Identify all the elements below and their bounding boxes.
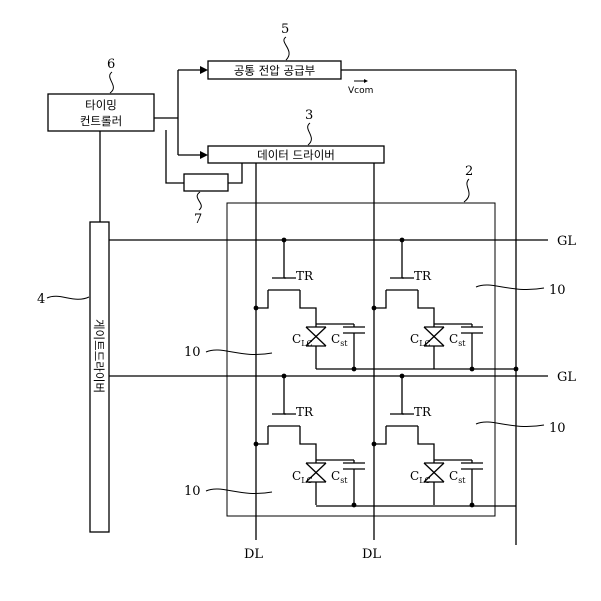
ref-10-b: 10 xyxy=(549,421,566,436)
clc-label-1-2: CLC xyxy=(410,332,431,348)
data-line-label-1: DL xyxy=(244,547,263,562)
pixel-cell-2-2 xyxy=(372,374,483,508)
clc-label-2-2: CLC xyxy=(410,469,431,485)
tr-label-1-1: TR xyxy=(296,269,314,283)
aux-block-7 xyxy=(184,174,228,191)
ref-10-a: 10 xyxy=(549,283,566,298)
ref-4: 4 xyxy=(37,292,45,307)
data-driver-block: 데이터 드라이버 xyxy=(208,146,384,163)
ref-6: 6 xyxy=(107,57,115,72)
timing-controller-label-line2: 컨트롤러 xyxy=(80,114,122,128)
common-rails xyxy=(316,369,516,506)
tr-label-2-2: TR xyxy=(414,405,432,419)
cst-label-2-2: Cst xyxy=(449,469,466,485)
gate-lines: GL GL xyxy=(109,234,576,385)
gate-driver-label: 게이트드라이버 xyxy=(92,319,106,393)
gate-driver-block: 게이트드라이버 xyxy=(90,222,109,532)
data-lines: DL DL xyxy=(244,163,381,562)
tr-label-2-1: TR xyxy=(296,405,314,419)
gate-line-label-1: GL xyxy=(557,234,576,249)
ref-10-c: 10 xyxy=(184,345,201,360)
timing-controller-block: 타이밍 컨트롤러 xyxy=(48,94,154,131)
cst-label-2-1: Cst xyxy=(331,469,348,485)
data-line-label-2: DL xyxy=(362,547,381,562)
cst-label-1-1: Cst xyxy=(331,332,348,348)
ref-3: 3 xyxy=(305,108,313,123)
pixel-labels: TR CLC Cst TR CLC Cst TR CLC Cst TR CLC … xyxy=(292,269,466,485)
pixel-cell-1-2 xyxy=(372,238,483,372)
pixel-cell-2-1 xyxy=(254,374,365,508)
ref-7: 7 xyxy=(194,212,202,227)
gate-line-label-2: GL xyxy=(557,370,576,385)
common-voltage-supply-block: 공통 전압 공급부 xyxy=(208,61,341,79)
ref-2: 2 xyxy=(465,164,473,179)
data-driver-label: 데이터 드라이버 xyxy=(257,148,335,162)
timing-controller-label-line1: 타이밍 xyxy=(85,98,117,112)
cst-label-1-2: Cst xyxy=(449,332,466,348)
ref-10-d: 10 xyxy=(184,484,201,499)
clc-label-2-1: CLC xyxy=(292,469,313,485)
ref-5: 5 xyxy=(281,22,289,37)
common-voltage-supply-label: 공통 전압 공급부 xyxy=(234,64,315,78)
clc-label-1-1: CLC xyxy=(292,332,313,348)
tr-label-1-2: TR xyxy=(414,269,432,283)
vcom-label: Vcom xyxy=(348,86,373,96)
vcom-signal-label: Vcom xyxy=(348,79,373,96)
pixel-cell-1-1 xyxy=(254,238,365,372)
